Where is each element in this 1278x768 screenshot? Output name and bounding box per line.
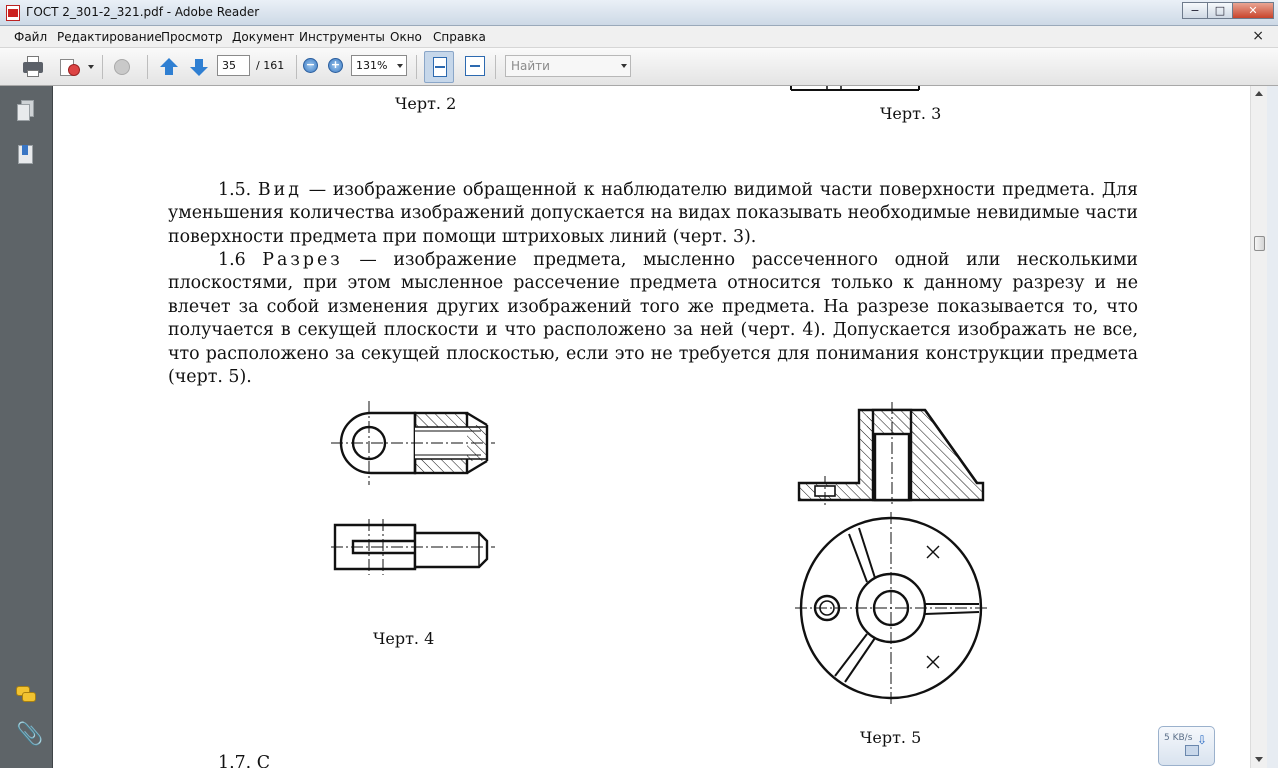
para-1-5-term: Вид (257, 180, 302, 200)
download-icon: ⇩ (1197, 733, 1208, 747)
pdf-page: Черт. 2 Черт. 3 1.5. Вид — изображение о… (53, 86, 1250, 768)
close-document-button[interactable]: × (1252, 28, 1264, 44)
toolbar-divider (416, 55, 417, 79)
zoom-in-button[interactable]: + (328, 58, 343, 73)
paragraph-1-7: 1.7. С (218, 753, 271, 768)
toolbar (0, 48, 1278, 86)
zoom-value: 131% (356, 59, 388, 72)
window-title: ГОСТ 2_301-2_321.pdf - Adobe Reader (26, 5, 260, 19)
document-view[interactable]: Черт. 2 Черт. 3 1.5. Вид — изображение о… (53, 86, 1250, 768)
chevron-down-icon (621, 64, 627, 68)
menu-bar: Файл Редактирование Просмотр Документ Ин… (0, 26, 1278, 48)
menu-help[interactable]: Справка (433, 30, 486, 44)
paragraph-1-5: 1.5. Вид — изображение обращенной к набл… (168, 179, 1138, 249)
collaborate-button[interactable] (60, 56, 82, 78)
toolbar-divider (296, 55, 297, 79)
arrow-up-icon (160, 58, 178, 67)
comments-icon[interactable] (16, 684, 36, 706)
fig3-caption: Черт. 3 (880, 104, 942, 123)
pages-icon[interactable] (16, 100, 36, 122)
vertical-scrollbar[interactable] (1250, 86, 1267, 768)
toolbar-divider (495, 55, 496, 79)
fig5-caption: Черт. 5 (860, 728, 922, 747)
page-number-input[interactable]: 35 (217, 55, 250, 76)
bookmarks-icon[interactable] (16, 144, 36, 166)
maximize-button[interactable]: □ (1207, 2, 1233, 19)
fig5-drawing (795, 402, 989, 704)
network-icon (1185, 745, 1199, 756)
zoom-out-button[interactable]: − (303, 58, 318, 73)
minimize-button[interactable]: − (1182, 2, 1208, 19)
next-page-button[interactable] (188, 56, 210, 78)
find-placeholder: Найти (511, 59, 550, 73)
arrow-down-icon (190, 67, 208, 76)
paperclip-icon[interactable]: 📎 (16, 722, 44, 747)
para-1-5-text: — изображение обращенной к наблюдателю в… (168, 180, 1138, 247)
toolbar-divider (147, 55, 148, 79)
navigation-panel: 📎 (0, 86, 53, 768)
menu-edit[interactable]: Редактирование (57, 30, 162, 44)
fit-page-button[interactable] (424, 51, 454, 83)
close-button[interactable]: ✕ (1232, 2, 1274, 19)
pdf-file-icon (6, 5, 20, 21)
toolbar-divider (102, 55, 103, 79)
scroll-thumb[interactable] (1254, 236, 1265, 251)
chevron-down-icon (397, 64, 403, 68)
network-speed: 5 KB/s (1164, 733, 1193, 743)
window-controls: − □ ✕ (1182, 2, 1274, 19)
fig4-drawing (331, 401, 495, 575)
network-monitor-widget[interactable]: 5 KB/s ⇩ (1158, 726, 1215, 766)
disabled-tool-icon (114, 59, 130, 75)
secure-button[interactable] (112, 56, 134, 78)
fig3-partial-drawing (790, 86, 920, 91)
previous-page-button[interactable] (158, 56, 180, 78)
para-1-5-number: 1.5. (218, 180, 252, 200)
menu-view[interactable]: Просмотр (161, 30, 223, 44)
menu-file[interactable]: Файл (14, 30, 48, 44)
zoom-level-select[interactable]: 131% (351, 55, 407, 76)
para-1-6-term: Разрез (262, 250, 343, 270)
find-input[interactable]: Найти (505, 55, 631, 77)
scroll-up-button[interactable] (1252, 86, 1267, 102)
menu-document[interactable]: Документ (232, 30, 295, 44)
paragraph-1-6: 1.6 Разрез — изображение предмета, мысле… (168, 249, 1138, 389)
page-total: / 161 (256, 59, 285, 72)
menu-window[interactable]: Окно (390, 30, 422, 44)
fig2-caption: Черт. 2 (395, 94, 457, 113)
para-1-6-text: — изображение предмета, мысленно рассече… (168, 250, 1138, 388)
title-bar: ГОСТ 2_301-2_321.pdf - Adobe Reader − □ … (0, 0, 1278, 26)
fig4-caption: Черт. 4 (373, 629, 435, 648)
scroll-down-button[interactable] (1252, 752, 1267, 768)
para-1-6-number: 1.6 (218, 250, 246, 270)
window-border (1267, 86, 1278, 768)
menu-tools[interactable]: Инструменты (299, 30, 385, 44)
print-button[interactable] (22, 56, 44, 78)
chevron-down-icon[interactable] (88, 65, 94, 69)
fit-width-button[interactable] (465, 56, 485, 76)
